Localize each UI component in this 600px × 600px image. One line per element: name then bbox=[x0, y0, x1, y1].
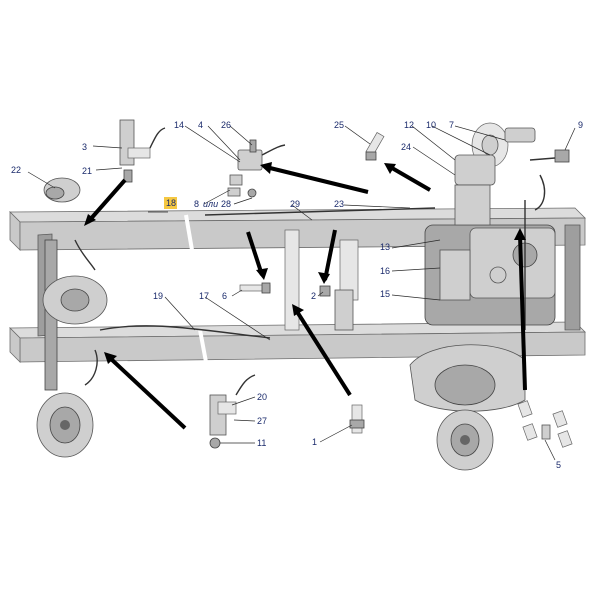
callout-3: 3 bbox=[82, 142, 87, 152]
pointer-arrows bbox=[84, 162, 527, 430]
arrow-6 bbox=[246, 231, 264, 276]
callout-8-or-annotation: или bbox=[203, 199, 218, 209]
arrow-2 bbox=[323, 229, 337, 281]
brake-line-route bbox=[99, 207, 436, 339]
callout-8: 8 bbox=[194, 199, 199, 209]
callout-1: 1 bbox=[312, 437, 317, 447]
callout-23: 23 bbox=[334, 199, 344, 209]
arrow-21-rail bbox=[86, 178, 127, 224]
callout-labels: 3 21 22 18 14 4 26 8 или 28 29 23 25 12 … bbox=[11, 120, 583, 470]
callout-13: 13 bbox=[380, 242, 390, 252]
callout-18: 18 bbox=[166, 198, 176, 208]
callout-19: 19 bbox=[153, 291, 163, 301]
callout-7: 7 bbox=[449, 120, 454, 130]
callout-2: 2 bbox=[311, 291, 316, 301]
callout-4: 4 bbox=[198, 120, 203, 130]
arrow-5 bbox=[518, 234, 527, 391]
leader-lines bbox=[27, 125, 576, 461]
callout-17: 17 bbox=[199, 291, 209, 301]
callout-6: 6 bbox=[222, 291, 227, 301]
callout-21: 21 bbox=[82, 166, 92, 176]
rear-axle bbox=[36, 177, 108, 458]
small-parts bbox=[119, 119, 573, 449]
arrow-20 bbox=[108, 356, 187, 430]
callout-11: 11 bbox=[257, 438, 266, 448]
callout-22: 22 bbox=[11, 165, 21, 175]
arrow-1 bbox=[294, 308, 352, 397]
callout-25: 25 bbox=[334, 120, 344, 130]
arrow-24 bbox=[390, 166, 432, 192]
arrow-tee bbox=[269, 166, 369, 194]
callout-10: 10 bbox=[426, 120, 436, 130]
callout-14: 14 bbox=[174, 120, 184, 130]
callout-16: 16 bbox=[380, 266, 390, 276]
callout-24: 24 bbox=[401, 142, 411, 152]
callout-27: 27 bbox=[257, 416, 267, 426]
callout-15: 15 bbox=[380, 289, 390, 299]
callout-29: 29 bbox=[290, 199, 300, 209]
callout-26: 26 bbox=[221, 120, 231, 130]
callout-18-highlight bbox=[164, 197, 177, 209]
front-engine-assembly bbox=[409, 122, 556, 471]
callout-12: 12 bbox=[404, 120, 414, 130]
callout-5: 5 bbox=[556, 460, 561, 470]
callout-28: 28 bbox=[221, 199, 231, 209]
callout-9: 9 bbox=[578, 120, 583, 130]
callout-20: 20 bbox=[257, 392, 267, 402]
